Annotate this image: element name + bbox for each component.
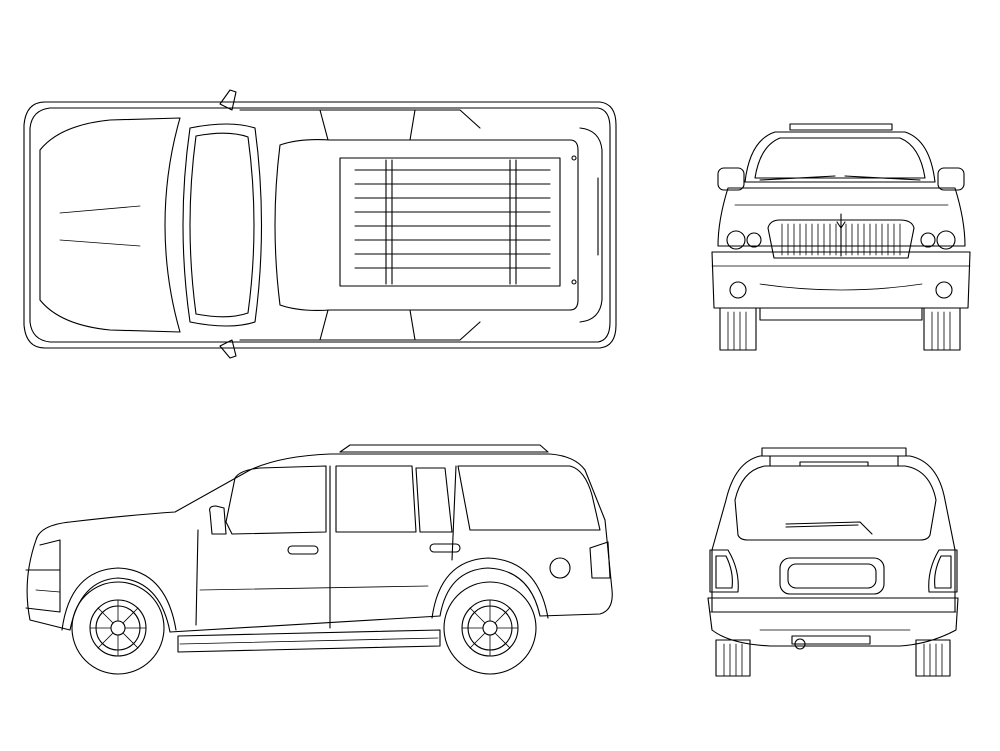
grille-bars — [781, 223, 901, 256]
side-view — [25, 444, 613, 675]
front-wheel-spokes — [89, 599, 147, 657]
rear-wheel-spokes — [461, 599, 519, 657]
top-view — [23, 89, 617, 359]
rear-view — [707, 447, 959, 677]
front-view — [711, 123, 971, 351]
